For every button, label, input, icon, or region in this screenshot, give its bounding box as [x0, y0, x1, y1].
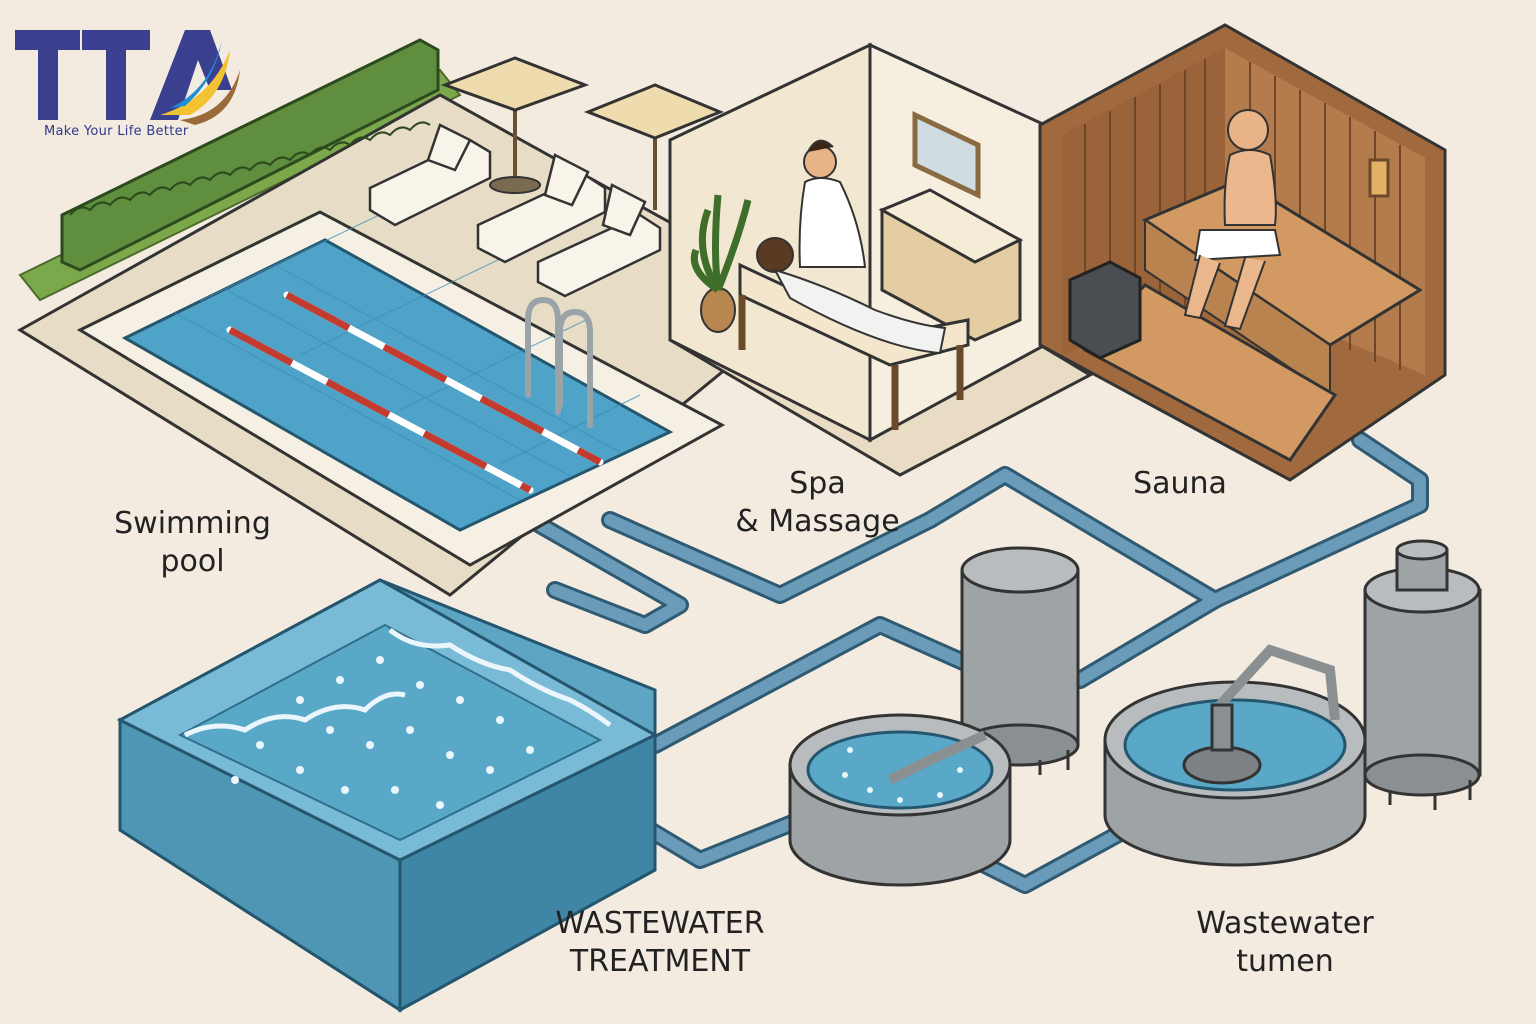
spa-room: [668, 42, 1094, 477]
plant: [690, 194, 752, 333]
brand-logo: [10, 20, 245, 155]
label-spa-massage: Spa & Massage: [725, 465, 910, 541]
label-tumen-line1: Wastewater: [1196, 906, 1374, 941]
lounger-3: [536, 183, 662, 298]
pool-area: [17, 38, 813, 597]
pipe-network: [531, 431, 1429, 894]
label-sauna-line1: Sauna: [1133, 466, 1227, 501]
umbrella-2: [583, 83, 724, 210]
aeration-bubbles: [231, 656, 534, 809]
treatment-basin: [116, 578, 659, 1013]
label-treatment-line2: TREATMENT: [569, 944, 751, 979]
treatment-equipment: [788, 539, 1482, 887]
umbrella-1: [440, 56, 590, 194]
storage-tank-1: [960, 546, 1080, 780]
label-tumen-line2: tumen: [1236, 944, 1334, 979]
brand-tagline: Make Your Life Better: [44, 124, 189, 139]
label-spa-line2: & Massage: [735, 504, 900, 539]
lounger-1: [368, 123, 492, 227]
storage-tank-2: [1363, 539, 1482, 810]
clarifier-1: [788, 713, 1012, 887]
sauna-room: [1038, 23, 1447, 482]
tta-logo-mark: [15, 30, 240, 125]
hedge: [60, 38, 440, 272]
label-swimming-pool: Swimming pool: [100, 505, 285, 581]
label-sauna: Sauna: [1115, 465, 1245, 503]
label-wastewater-tumen: Wastewater tumen: [1170, 905, 1400, 981]
label-spa-line1: Spa: [789, 466, 846, 501]
label-swimming-pool-line2: pool: [160, 544, 225, 579]
label-swimming-pool-line1: Swimming: [114, 506, 271, 541]
label-wastewater-treatment: WASTEWATER TREATMENT: [520, 905, 800, 981]
label-treatment-line1: WASTEWATER: [555, 906, 765, 941]
lane-ropes: [226, 291, 604, 494]
pool-ladder: [525, 296, 593, 428]
clarifier-2: [1103, 644, 1367, 867]
